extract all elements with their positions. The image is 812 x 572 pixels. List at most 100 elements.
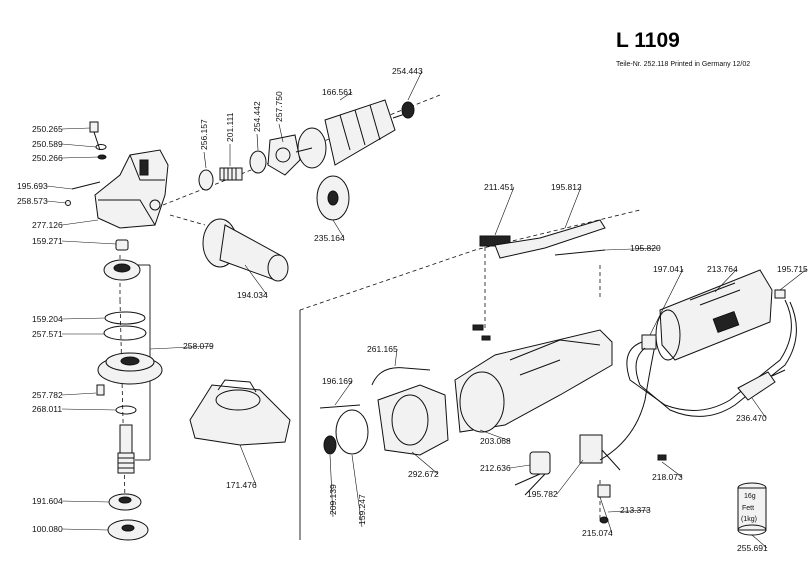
part-number-label: 254.443 xyxy=(392,66,423,76)
washer-part xyxy=(95,144,107,150)
assembly-line xyxy=(299,209,641,311)
bevel-gear-part xyxy=(103,259,141,281)
leader-line xyxy=(61,392,97,396)
leader-line xyxy=(61,240,117,245)
part-number-label: 195.715 xyxy=(777,264,808,274)
leader-line xyxy=(61,143,97,148)
part-number-label: 203.068 xyxy=(480,436,511,446)
carbon-brush-part xyxy=(657,454,667,461)
ring-part xyxy=(104,311,146,325)
part-number-label: 201.111 xyxy=(225,112,235,142)
pinion-part xyxy=(219,167,243,181)
part-number-label: 257.750 xyxy=(274,91,284,122)
gear-head-housing xyxy=(94,149,169,229)
leader-line xyxy=(244,264,268,296)
part-number-label: 250.589 xyxy=(32,139,63,149)
small-screw-part xyxy=(96,384,105,396)
leader-line xyxy=(334,380,353,406)
ring-part xyxy=(97,154,107,160)
leader-line xyxy=(751,397,767,419)
screw-part xyxy=(89,121,101,151)
wheel-guard-part xyxy=(189,379,291,446)
part-number-label: 171.476 xyxy=(226,480,257,490)
spindle-part xyxy=(117,424,135,474)
power-cord-part xyxy=(635,301,797,417)
leader-line xyxy=(494,186,515,236)
leader-line xyxy=(779,268,808,291)
leader-line xyxy=(278,123,284,143)
leader-line xyxy=(751,534,768,549)
leader-line xyxy=(649,268,684,336)
part-number-label: 100.080 xyxy=(32,524,63,534)
leader-line xyxy=(607,509,651,513)
leader-line xyxy=(61,528,109,531)
leader-line xyxy=(61,156,99,159)
part-number-label: 268.011 xyxy=(32,404,62,414)
part-number-label: 213.764 xyxy=(707,264,738,274)
screw-part xyxy=(71,181,101,190)
bearing-part xyxy=(323,435,337,455)
part-number-label: 236.470 xyxy=(736,413,767,423)
leader-line xyxy=(61,408,117,411)
leader-line xyxy=(714,268,738,293)
inner-flange-part xyxy=(108,493,142,511)
part-number-label: 213.373 xyxy=(620,505,651,515)
switch-slider-part xyxy=(479,219,606,259)
part-number-label: 195.812 xyxy=(551,182,582,192)
leader-line xyxy=(239,444,257,486)
part-number-label: 159.204 xyxy=(32,314,63,324)
part-number-label: 257.782 xyxy=(32,390,63,400)
part-number-label: 218.073 xyxy=(652,472,683,482)
bearing-plate-part xyxy=(267,134,301,176)
part-number-label: 209.139 xyxy=(328,484,338,515)
leader-line xyxy=(599,496,613,534)
grease-label-2: Fett xyxy=(742,505,754,512)
cable-sleeve-part xyxy=(641,334,657,350)
part-number-label: 195.693 xyxy=(17,181,48,191)
part-number-label: 211.451 xyxy=(484,182,514,192)
part-number-label: 194.034 xyxy=(237,290,268,300)
clamping-nut-part xyxy=(107,519,149,541)
leader-line xyxy=(661,461,683,478)
bearing-part xyxy=(249,150,267,174)
power-cord-part xyxy=(626,299,792,411)
part-number-label: 195.820 xyxy=(630,243,661,253)
leader-line xyxy=(46,200,67,204)
screw-part xyxy=(599,516,609,524)
leader-line xyxy=(61,127,91,130)
leader-line xyxy=(203,151,207,169)
part-number-label: 257.571 xyxy=(32,329,63,339)
screw-part xyxy=(774,289,786,299)
part-number-label: 292.672 xyxy=(408,469,439,479)
leader-line xyxy=(479,429,511,442)
part-number-label: 197.041 xyxy=(653,264,684,274)
leader-line xyxy=(411,451,439,475)
part-number-label: 255.691 xyxy=(737,543,768,553)
part-number-label: 196.169 xyxy=(322,376,353,386)
part-number-subtitle: Teile-Nr. 252.118 Printed in Germany 12/… xyxy=(616,61,750,68)
assembly-line xyxy=(119,299,126,501)
leader-line xyxy=(61,317,106,320)
leader-line xyxy=(329,454,334,518)
washer-part xyxy=(115,405,137,415)
bearing-part xyxy=(198,169,214,191)
switch-part xyxy=(579,434,621,471)
part-number-label: 258.573 xyxy=(17,196,48,206)
leader-line xyxy=(556,459,584,495)
leader-line xyxy=(256,133,259,151)
screw-part xyxy=(319,404,361,409)
leader-line xyxy=(61,500,110,503)
part-number-label: 235.164 xyxy=(314,233,345,243)
leader-line xyxy=(46,185,73,190)
part-number-label: 277.126 xyxy=(32,220,63,230)
spring-part xyxy=(554,249,606,256)
assembly-line xyxy=(169,214,206,226)
cable-part xyxy=(371,367,431,386)
clip-part xyxy=(472,324,484,331)
motor-housing-part xyxy=(454,329,613,433)
part-number-label: 166.561 xyxy=(322,87,353,97)
part-number-label: 256.157 xyxy=(199,119,209,150)
armature-part xyxy=(295,99,406,169)
